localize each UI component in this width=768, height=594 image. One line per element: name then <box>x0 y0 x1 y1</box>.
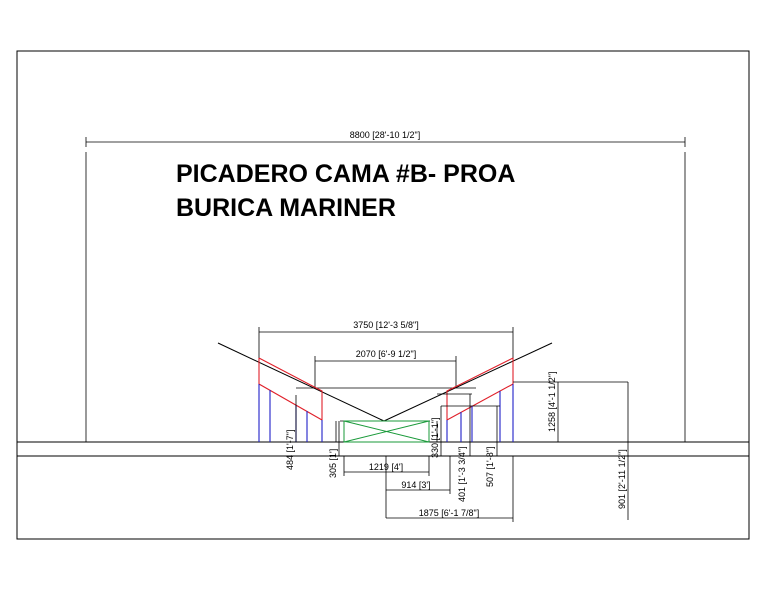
h-401-label: 401 [1'-3 3/4"] <box>457 447 467 502</box>
sheet-border <box>16 50 750 540</box>
overall-width-label: 8800 [28'-10 1/2"] <box>350 130 420 140</box>
inner-width-dimension: 2070 [6'-9 1/2"] <box>314 349 457 388</box>
base-914-dimension: 914 [3'] <box>385 456 451 518</box>
right-pad <box>446 357 514 421</box>
h-1258-label: 1258 [4'-1 1/2"] <box>547 372 557 432</box>
bed-width-dimension: 3750 [12'-3 5/8"] <box>258 320 514 358</box>
bed-width-label: 3750 [12'-3 5/8"] <box>353 320 418 330</box>
h-330-label: 330 [1'-1"] <box>430 418 440 458</box>
inner-width-label: 2070 [6'-9 1/2"] <box>356 349 416 359</box>
h-305-label: 305 [1'] <box>328 449 338 478</box>
drawing-title-line2: BURICA MARINER <box>176 194 396 222</box>
center-block <box>335 420 438 443</box>
right-posts <box>446 384 514 442</box>
base-1219-dimension: 1219 [4'] <box>343 456 430 476</box>
base-914-label: 914 [3'] <box>401 480 430 490</box>
left-pad <box>258 357 323 421</box>
overall-width-dimension: 8800 [28'-10 1/2"] <box>85 130 686 442</box>
vertical-dimensions <box>295 381 629 520</box>
base-1875-label: 1875 [6'-1 7/8"] <box>419 508 479 518</box>
h-507-label: 507 [1'-8"] <box>485 447 495 487</box>
drawing-title-line1: PICADERO CAMA #B- PROA <box>176 160 515 188</box>
h-901-label: 901 [2'-11 1/2"] <box>617 449 627 509</box>
base-1875-dimension: 1875 [6'-1 7/8"] <box>386 456 514 522</box>
h-484-label: 484 [1'-7"] <box>285 430 295 470</box>
